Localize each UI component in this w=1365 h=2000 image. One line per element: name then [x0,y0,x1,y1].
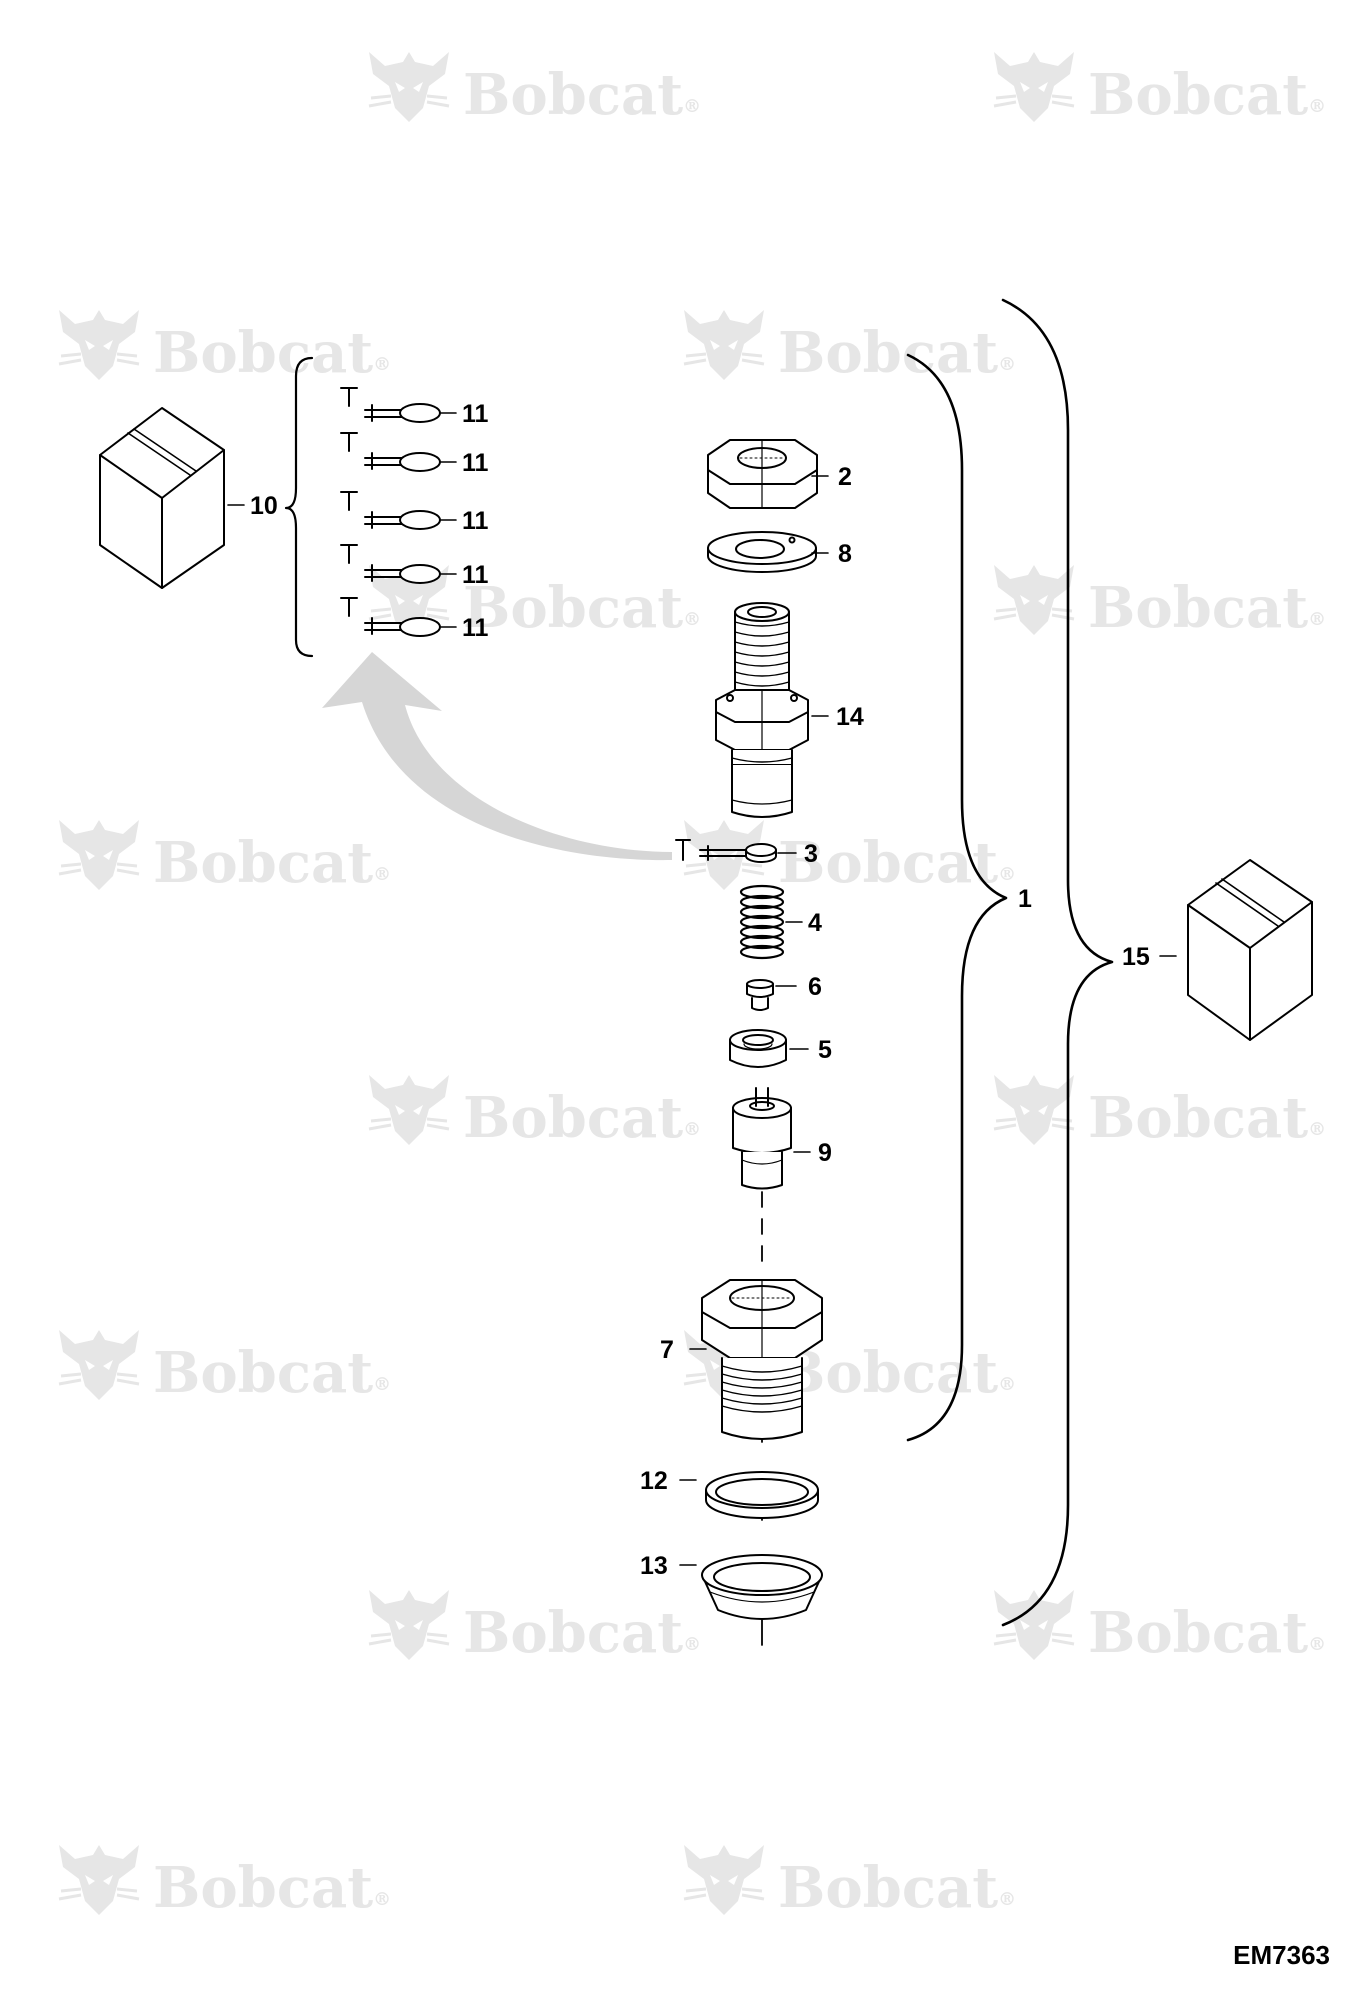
watermark-text: Bobcat® [1088,1600,1326,1666]
callout-assembly: 1 [1018,885,1032,913]
watermark-text: Bobcat® [153,320,391,386]
watermark-registered: ® [683,96,701,117]
callout-washer: 8 [838,540,852,568]
watermark-text: Bobcat® [1088,62,1326,128]
watermark-text: Bobcat® [778,1340,1016,1406]
callout-nozzle: 9 [818,1139,832,1167]
drawing-code: EM7363 [1233,1940,1330,1970]
watermark: Bobcat® [992,563,1326,641]
watermark-text: Bobcat® [463,1600,701,1666]
watermark-registered: ® [373,1374,391,1395]
watermarks: Bobcat® Bobcat® Bobcat® Bobcat® Bobcat® … [57,50,1326,1921]
callout-gasket: 12 [640,1467,668,1495]
callout-shim: 3 [804,840,818,868]
callout-pin: 6 [808,973,822,1001]
callout-kit-shim: 11 [462,561,489,589]
callout-spring: 4 [808,909,822,937]
watermark-text: Bobcat® [1088,1085,1326,1151]
watermark-text: Bobcat® [153,1340,391,1406]
callout-seal: 13 [640,1552,668,1580]
kit-shim-row [340,387,441,423]
watermark-text: Bobcat® [778,830,1016,896]
kit-shim-row [340,491,441,530]
watermark: Bobcat® [682,818,1016,896]
nozzle-part [732,1087,792,1190]
watermark: Bobcat® [992,1073,1326,1151]
brace-kit [1001,298,1114,1627]
watermark-text: Bobcat® [778,320,1016,386]
shim-kit-group [340,387,441,637]
reference-arrow [322,652,672,861]
watermark-registered: ® [998,354,1016,375]
watermark-registered: ® [1308,96,1326,117]
watermark-registered: ® [998,864,1016,885]
injector-body-part [715,602,809,818]
watermark-registered: ® [373,864,391,885]
callout-kit-shim: 11 [462,400,489,428]
brace-shim-kit [284,356,314,658]
callout-spacer: 5 [818,1036,832,1064]
hex-nut-part [707,439,818,509]
watermark-registered: ® [373,354,391,375]
seal-part [701,1554,823,1620]
watermark-registered: ® [683,1119,701,1140]
callout-kit-shim: 11 [462,507,489,535]
watermark-text: Bobcat® [153,830,391,896]
watermark-registered: ® [998,1889,1016,1910]
watermark: Bobcat® [57,1328,391,1406]
shim-part [675,839,777,863]
watermark-registered: ® [683,1634,701,1655]
watermark-registered: ® [1308,1634,1326,1655]
watermark-text: Bobcat® [778,1855,1016,1921]
callout-kit-shim: 11 [462,449,489,477]
watermark-registered: ® [1308,609,1326,630]
watermark: Bobcat® [57,1843,391,1921]
watermark: Bobcat® [992,1588,1326,1666]
watermark: Bobcat® [367,563,701,641]
watermark-registered: ® [373,1889,391,1910]
callout-nut: 2 [838,463,852,491]
callout-kit-shim: 11 [462,614,489,642]
watermark-registered: ® [683,609,701,630]
callout-labels: 2 8 14 3 4 6 5 9 7 12 13 1 15 10 11 11 1… [250,400,1150,1580]
watermark-text: Bobcat® [463,1085,701,1151]
watermark: Bobcat® [367,50,701,128]
leader-lines [227,412,1177,1566]
watermark: Bobcat® [367,1073,701,1151]
gasket-part [705,1471,819,1519]
washer-part [707,531,817,573]
watermark-registered: ® [998,1374,1016,1395]
kit-shim-row [340,544,441,584]
kit-box-icon [1187,859,1313,1041]
retaining-nut-part [701,1279,823,1440]
spring-part [739,884,785,960]
watermark: Bobcat® [57,308,391,386]
shim-kit-box-icon [99,407,225,589]
watermark-text: Bobcat® [463,575,701,641]
watermark-text: Bobcat® [463,62,701,128]
watermark: Bobcat® [367,1588,701,1666]
spacer-part [729,1029,787,1068]
pin-part [746,979,774,1011]
watermark-registered: ® [1308,1119,1326,1140]
callout-kit: 15 [1122,943,1150,971]
brace-assembly [906,353,1008,1442]
callout-shim-kit: 10 [250,492,278,520]
watermark: Bobcat® [57,818,391,896]
watermark: Bobcat® [682,1843,1016,1921]
callout-body: 14 [836,703,864,731]
callout-retaining-nut: 7 [660,1336,674,1364]
watermark-text: Bobcat® [153,1855,391,1921]
watermark: Bobcat® [682,1328,1016,1406]
watermark-text: Bobcat® [1088,575,1326,641]
watermark: Bobcat® [682,308,1016,386]
kit-shim-row [340,432,441,472]
watermark: Bobcat® [992,50,1326,128]
